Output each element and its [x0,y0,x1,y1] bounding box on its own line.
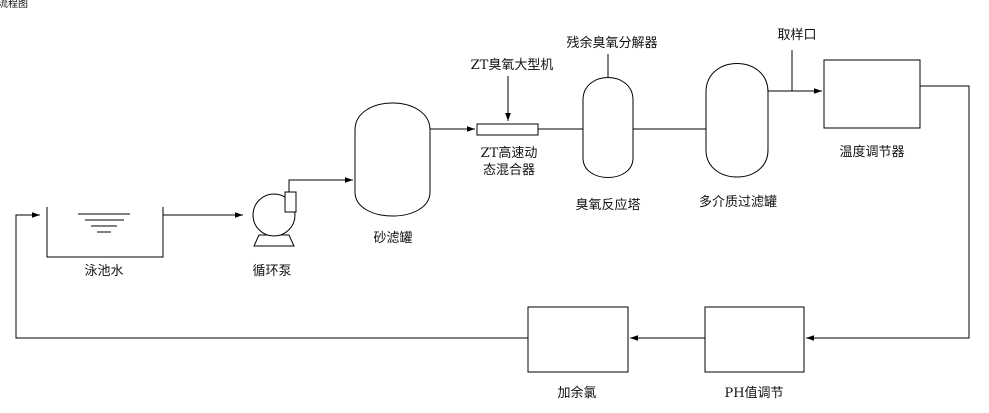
mixer-label-line1: ZT高速动 [481,145,538,161]
ozone-generator-label: ZT臭氧大型机 [471,58,554,73]
corner-caption: 流程图 [0,0,28,10]
ph-regulator-box [704,306,805,373]
pump-label: 循环泵 [252,264,291,279]
pipe-temp-to-ph [806,85,970,341]
reaction-tower-label: 臭氧反应塔 [575,197,640,213]
multimedia-filter-label: 多介质过滤罐 [699,194,777,210]
mixer-label-line2: 态混合器 [483,163,535,178]
residual-decomposer-label: 残余臭氧分解器 [566,35,657,51]
pool-label: 泳池水 [84,264,123,279]
sampling-port-label: 取样口 [777,28,816,43]
pipe-chlorine-to-pool [15,212,528,339]
ozone-reaction-tower [582,77,634,178]
temperature-regulator-box [823,59,921,129]
pipe-pump-to-sand-filter [288,177,353,183]
circulation-pump [252,183,297,247]
ph-regulator-label: PH值调节 [724,385,783,401]
multimedia-filter-tank [705,63,769,178]
chlorine-dosing-box [527,306,629,373]
sand-filter-label: 砂滤罐 [373,231,412,246]
high-speed-mixer [476,123,539,136]
temp-regulator-label: 温度调节器 [839,144,904,160]
chlorine-dosing-label: 加余氯 [557,385,596,401]
sand-filter-tank [354,102,431,217]
pool-tank [46,207,164,258]
